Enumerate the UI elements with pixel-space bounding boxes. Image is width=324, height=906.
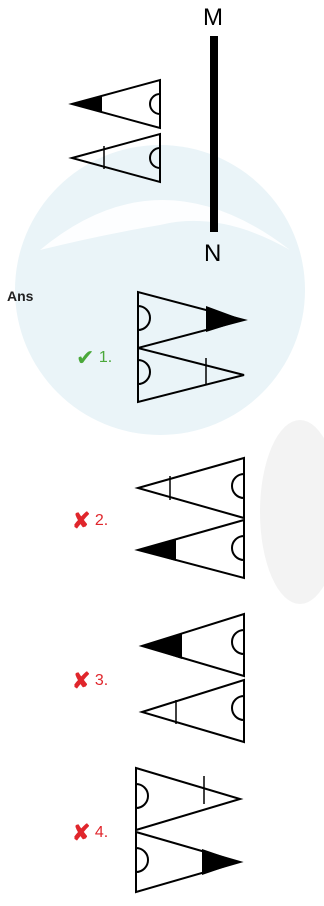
check-icon: ✔ xyxy=(76,345,95,370)
option-4[interactable]: ✘ 4. xyxy=(72,820,108,846)
mirror-label-m: M xyxy=(203,4,223,31)
cross-icon: ✘ xyxy=(72,820,91,845)
option-4-number: 4. xyxy=(94,824,109,841)
option-2[interactable]: ✘ 2. xyxy=(72,508,108,534)
option-1[interactable]: ✔ 1. xyxy=(76,345,112,371)
mirror-line xyxy=(210,36,218,232)
option-1-number: 1. xyxy=(98,349,113,366)
answer-label: Ans xyxy=(7,288,34,304)
option-3[interactable]: ✘ 3. xyxy=(72,668,108,694)
option-3-number: 3. xyxy=(94,672,109,689)
option-2-number: 2. xyxy=(94,512,109,529)
cross-icon: ✘ xyxy=(72,668,91,693)
mirror-label-n: N xyxy=(204,240,222,267)
cross-icon: ✘ xyxy=(72,508,91,533)
